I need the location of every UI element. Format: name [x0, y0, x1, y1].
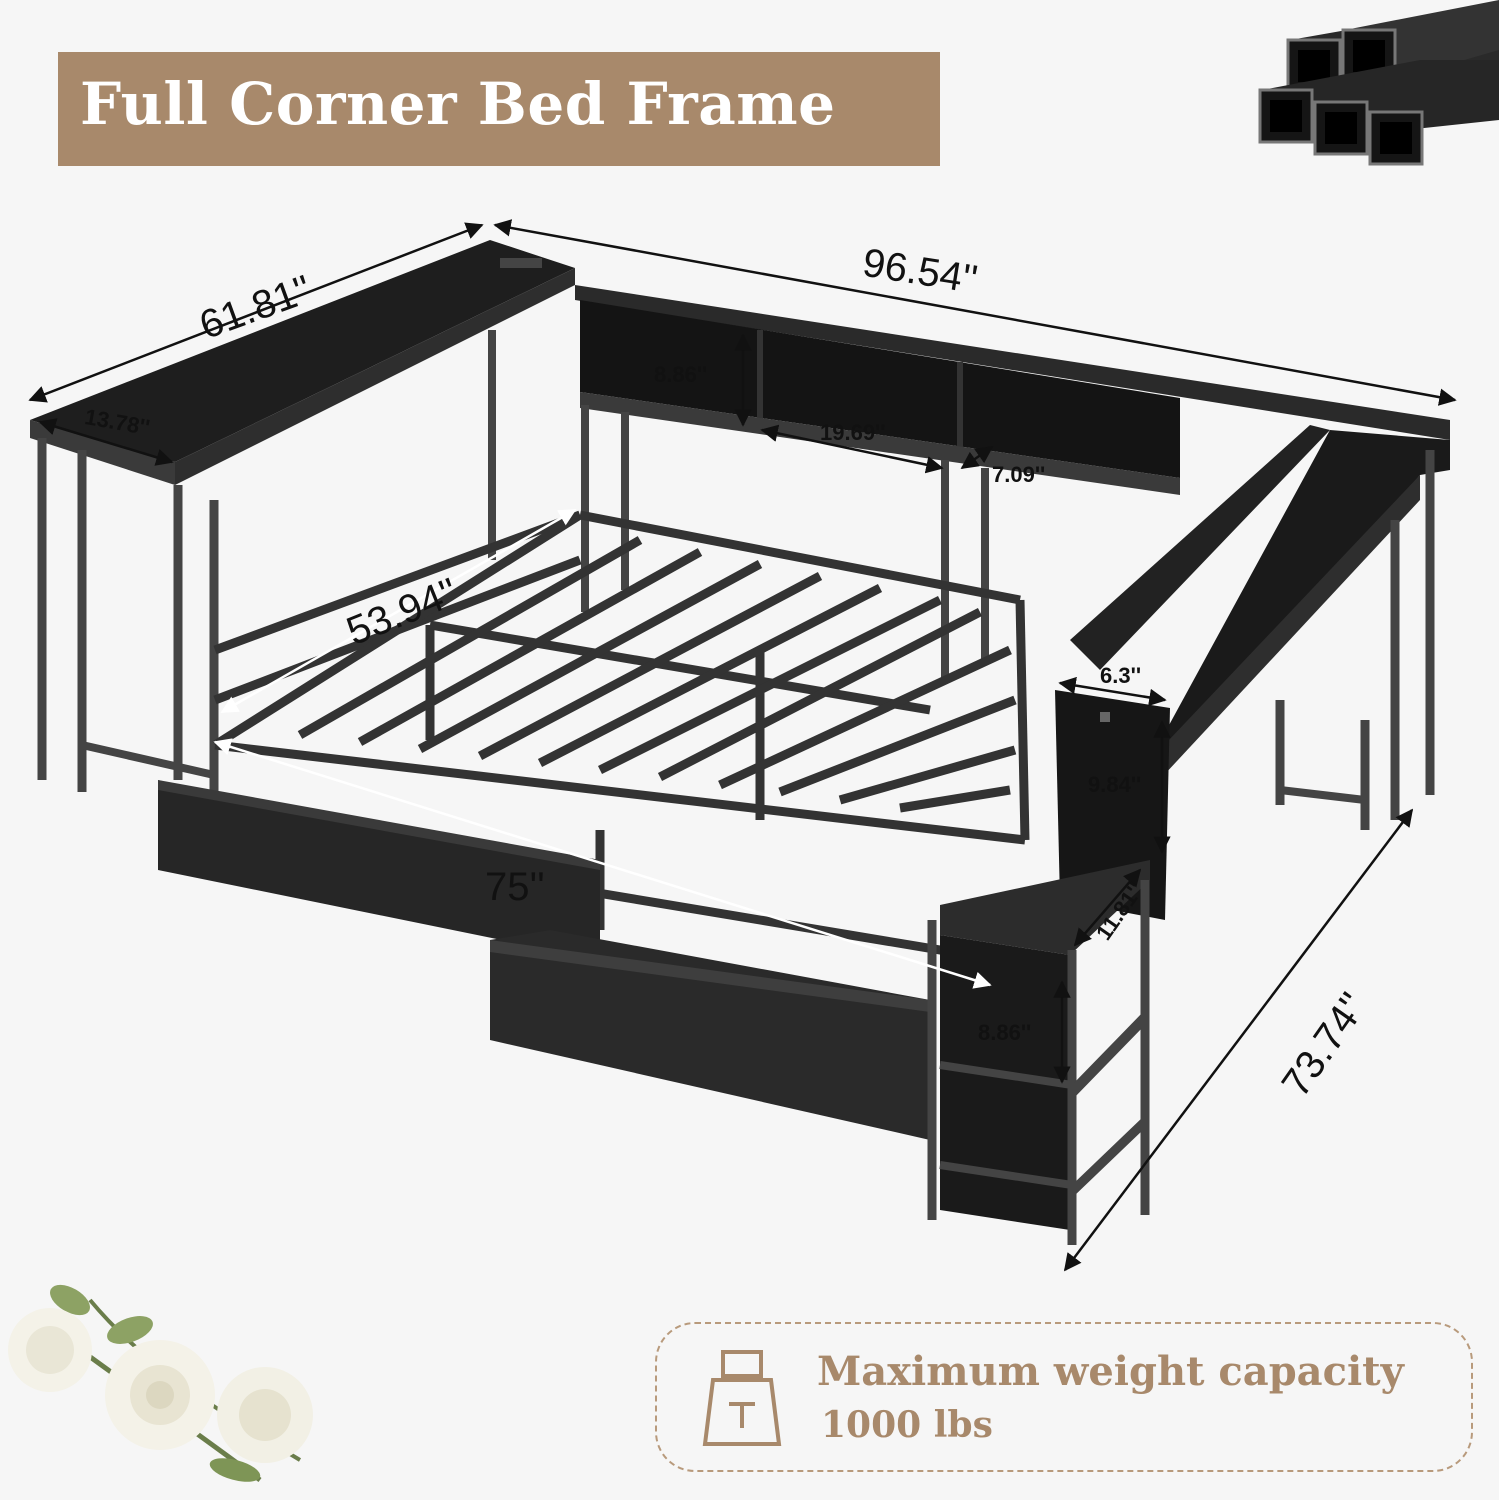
- capacity-badge: Maximum weight capacity 1000 lbs: [655, 1322, 1473, 1472]
- flowers-image: [8, 1284, 313, 1483]
- capacity-value: 1000 lbs: [821, 1404, 993, 1446]
- dimension-lines: [28, 219, 1457, 1272]
- dim-19-69: 19.69'': [820, 420, 886, 445]
- dim-75: 75'': [485, 865, 545, 909]
- steel-tube-icon: [1258, 0, 1499, 166]
- dim-7-09: 7.09'': [992, 462, 1045, 487]
- dim-96-54: 96.54'': [860, 241, 981, 303]
- dim-8-86-nightstand: 8.86'': [978, 1020, 1031, 1045]
- title-banner: Full Corner Bed Frame: [58, 52, 940, 166]
- dim-9-84: 9.84'': [1088, 772, 1141, 797]
- dim-73-74: 73.74'': [1274, 985, 1376, 1105]
- weight-icon: [702, 1350, 782, 1446]
- page-title: Full Corner Bed Frame: [80, 70, 836, 138]
- dim-6-3: 6.3'': [1100, 663, 1141, 688]
- white-dimension-lines: [213, 508, 992, 989]
- dim-8-86-shelf: 8.86'': [654, 362, 707, 387]
- capacity-label: Maximum weight capacity: [817, 1348, 1404, 1395]
- drawers: [158, 780, 930, 1140]
